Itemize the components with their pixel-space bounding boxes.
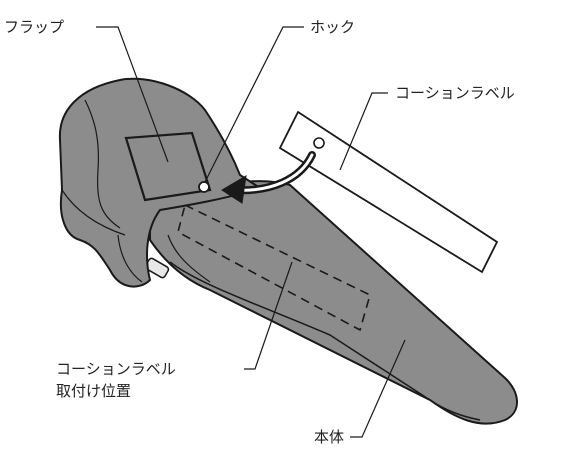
grip-contour	[117, 234, 143, 283]
head-contour-lower	[61, 189, 126, 236]
leader-hook	[204, 26, 304, 183]
label-position-line1: コーションラベル	[56, 360, 176, 378]
label-body: 本体	[314, 428, 344, 446]
leader-body	[350, 339, 406, 438]
device-body	[58, 77, 518, 425]
leader-caution-label	[339, 92, 388, 171]
label-position-dashed	[177, 203, 371, 332]
head-contour	[84, 99, 121, 229]
label-caution: コーションラベル	[395, 84, 515, 102]
label-hook: ホック	[310, 18, 355, 36]
handle-shape	[149, 180, 518, 425]
curved-arrow-icon	[221, 151, 316, 204]
caution-tag	[278, 110, 499, 274]
leader-lines	[96, 26, 406, 438]
tag-hole	[313, 137, 325, 149]
flap	[124, 131, 212, 202]
grip-contour-2	[167, 234, 211, 283]
label-flap: フラップ	[4, 18, 64, 36]
handle-side	[169, 261, 481, 421]
hook	[198, 181, 210, 193]
label-position-line2: 取付け位置	[56, 382, 131, 400]
leader-label-position	[244, 261, 293, 370]
leader-flap	[96, 26, 169, 163]
